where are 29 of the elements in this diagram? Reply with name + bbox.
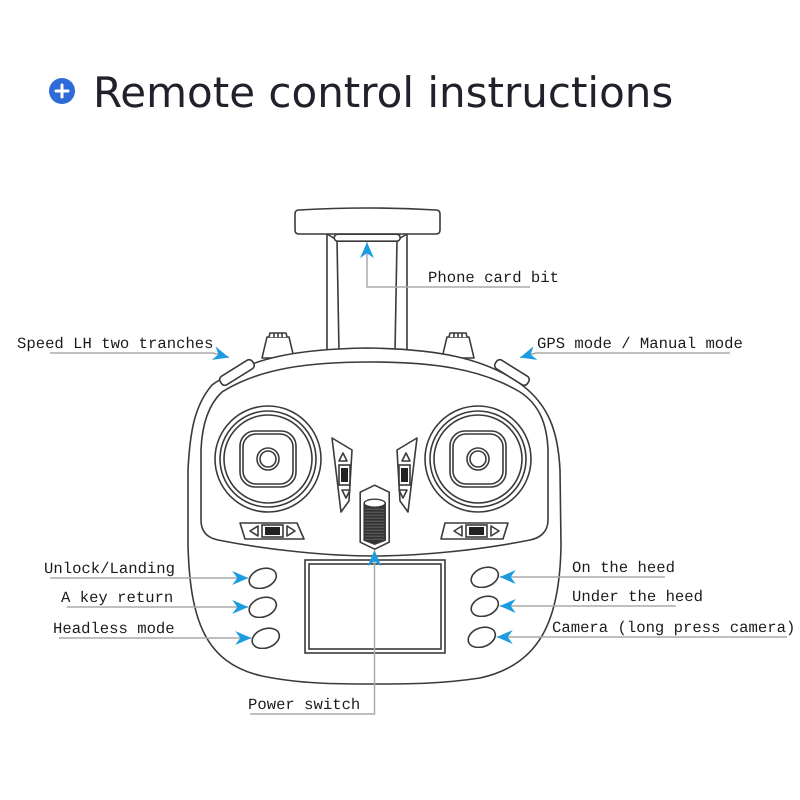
callout-label: On the heed (572, 560, 675, 577)
leader-line (360, 242, 530, 288)
callout-label: Unlock/Landing (44, 561, 176, 578)
push-button (251, 626, 281, 650)
leader-line (500, 599, 676, 613)
leader-line (520, 346, 730, 360)
callout-label: Phone card bit (428, 270, 560, 287)
push-button (470, 594, 500, 618)
leader-line (500, 570, 665, 584)
title: Remote control instructions (93, 68, 674, 118)
callout-label: Power switch (248, 697, 360, 714)
leader-line (496, 630, 787, 644)
leader-line (250, 550, 382, 715)
callout-label: GPS mode / Manual mode (537, 336, 743, 353)
push-button (248, 566, 278, 590)
leader-line (67, 600, 248, 614)
leader-line (59, 631, 252, 645)
callout-label: Camera (long press camera) (552, 620, 796, 637)
callout-label: Headless mode (53, 621, 175, 638)
push-button (248, 596, 278, 618)
callout-label: Under the heed (572, 589, 704, 606)
push-button (467, 626, 497, 648)
phone-slot (332, 232, 402, 242)
callout-label: A key return (61, 590, 174, 607)
power-switch (358, 484, 390, 550)
callout-label: Speed LH two tranches (17, 336, 214, 353)
push-button (470, 566, 500, 588)
leader-line (50, 346, 230, 360)
leader-line (50, 571, 248, 585)
